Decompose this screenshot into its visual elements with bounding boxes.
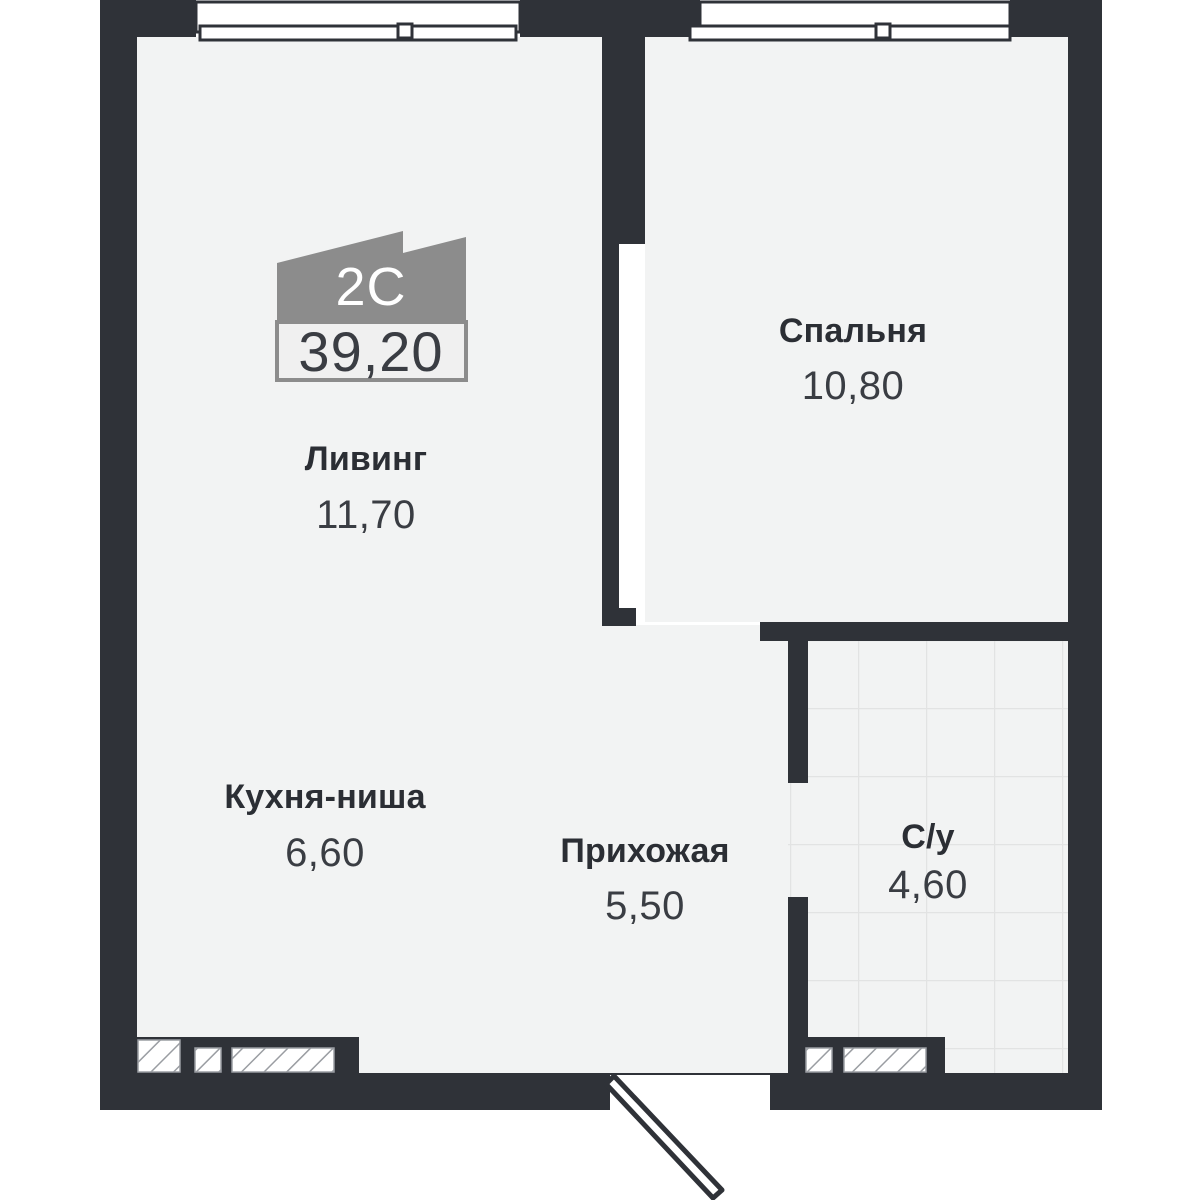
wall-center-upper <box>602 37 645 244</box>
room-label-kitchen: Кухня-ниша 6,60 <box>224 778 426 875</box>
vent-kitchen-3-icon <box>231 1047 335 1073</box>
wall-bathroom-left-lower <box>788 897 808 1037</box>
entrance-door-leaf <box>603 1073 725 1200</box>
wall-bathroom-left-upper <box>788 640 808 783</box>
vent-kitchen-2-icon <box>194 1047 222 1073</box>
entrance-door <box>603 1073 770 1200</box>
room-area-hallway: 5,50 <box>605 884 685 928</box>
room-area-kitchen: 6,60 <box>285 831 365 875</box>
badge-area-box <box>275 320 468 382</box>
room-label-bedroom: Спальня 10,80 <box>779 312 927 408</box>
floor-bedroom <box>645 37 1068 622</box>
window-living <box>194 0 522 42</box>
room-label-living: Ливинг 11,70 <box>305 440 427 537</box>
room-label-hallway: Прихожая 5,50 <box>560 832 729 928</box>
outer-walls <box>100 0 1102 1110</box>
exterior-wall-top-pier <box>520 0 700 37</box>
floor-living-kitchen <box>137 37 602 1073</box>
badge-type-label: 2С <box>335 257 406 317</box>
floor-bathroom-tiled <box>788 640 1068 1073</box>
room-area-living: 11,70 <box>316 493 416 537</box>
window-bedroom <box>688 0 1012 42</box>
ventilation-blocks <box>137 1039 927 1073</box>
vent-kitchen-1-icon <box>137 1039 181 1073</box>
wall-center-lower <box>602 244 619 626</box>
room-name-bedroom: Спальня <box>779 312 927 350</box>
room-name-kitchen: Кухня-ниша <box>224 778 426 816</box>
room-area-bathroom: 4,60 <box>888 863 968 907</box>
room-label-bathroom: С/у 4,60 <box>888 818 968 907</box>
badge-total-area: 39,20 <box>298 320 443 383</box>
vent-bath-1-icon <box>805 1047 833 1073</box>
wall-center-jamb <box>602 608 636 626</box>
badge-banner-shape <box>277 231 466 322</box>
vent-bath-2-icon <box>843 1047 927 1073</box>
room-name-bathroom: С/у <box>901 818 955 856</box>
room-name-hallway: Прихожая <box>560 832 729 870</box>
wall-bathroom-top <box>760 622 1068 641</box>
floor-areas <box>137 37 1068 1073</box>
room-labels: Ливинг 11,70 Спальня 10,80 Кухня-ниша 6,… <box>224 312 968 928</box>
unit-type-badge[interactable]: 2С 39,20 <box>275 231 468 383</box>
room-name-living: Ливинг <box>305 440 427 478</box>
room-area-bedroom: 10,80 <box>802 364 905 408</box>
floor-hallway <box>602 625 788 1073</box>
